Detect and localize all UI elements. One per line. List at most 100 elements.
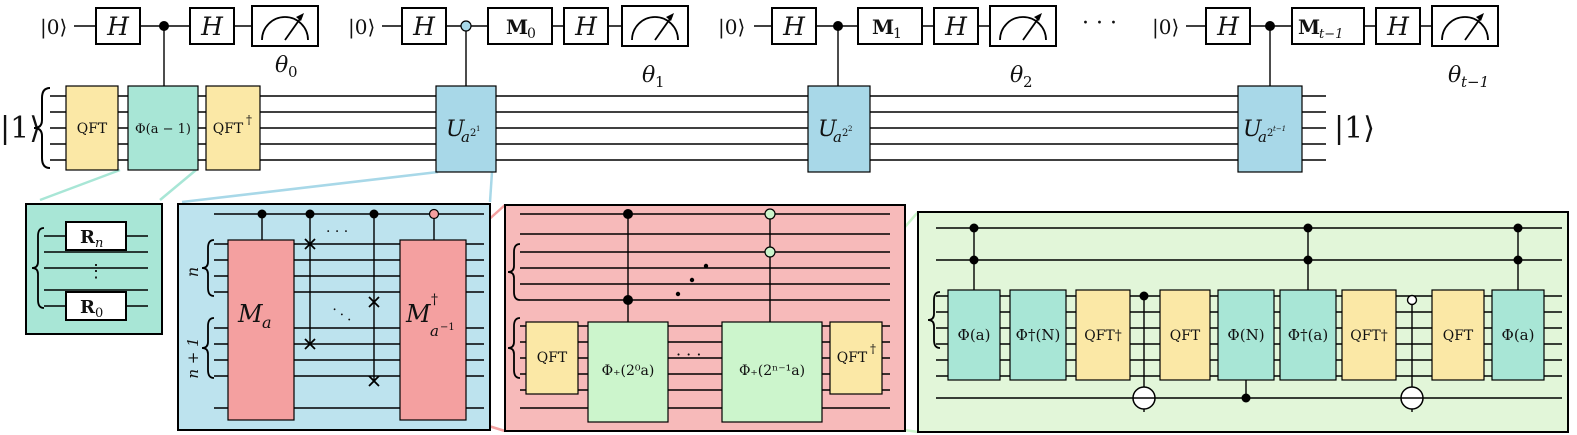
qft-gate: QFT bbox=[525, 321, 579, 395]
output-ket-one: |1⟩ bbox=[1334, 111, 1375, 146]
svg-text:θ: θ bbox=[1010, 63, 1023, 88]
svg-text:†: † bbox=[431, 292, 438, 308]
ket-zero-label: |0⟩ bbox=[348, 15, 375, 40]
qft-gate: QFT bbox=[65, 85, 119, 171]
panel-phi-decomposition: R n ⋮ R 0 bbox=[25, 203, 163, 335]
svg-text:θ: θ bbox=[642, 63, 655, 88]
register-wires bbox=[50, 95, 1326, 161]
vertical-ellipsis: ⋮ bbox=[87, 261, 105, 282]
hadamard-gate: H bbox=[1205, 7, 1251, 45]
svg-text:R: R bbox=[80, 297, 96, 318]
controlled-unitary-gate: U a 2 2 bbox=[807, 85, 871, 173]
svg-text:t−1: t−1 bbox=[1319, 27, 1343, 42]
control-dot bbox=[833, 21, 843, 31]
inverse-qft-gate: QFT † bbox=[205, 85, 261, 171]
phi-gate: Φ(N) bbox=[1217, 289, 1275, 381]
inverse-qft-gate: QFT† bbox=[1341, 289, 1397, 381]
svg-text:Φ(a): Φ(a) bbox=[958, 326, 991, 344]
svg-text:θ: θ bbox=[275, 53, 288, 78]
svg-text:t−1: t−1 bbox=[1273, 125, 1286, 133]
hadamard-gate: H bbox=[933, 7, 979, 45]
inverse-modular-multiplication-gate: M † a −1 bbox=[399, 239, 467, 421]
svg-text:M: M bbox=[872, 15, 894, 39]
svg-text:0: 0 bbox=[527, 26, 536, 42]
svg-text:QFT: QFT bbox=[1170, 328, 1201, 344]
phi-plus-gate-last: Φ₊(2ⁿ⁻¹a) bbox=[721, 321, 823, 423]
svg-text:QFT†: QFT† bbox=[1084, 328, 1122, 344]
svg-text:Φ₊(2ⁿ⁻¹a): Φ₊(2ⁿ⁻¹a) bbox=[739, 363, 805, 379]
svg-text:0: 0 bbox=[95, 306, 103, 321]
svg-text:QFT†: QFT† bbox=[1350, 328, 1388, 344]
register-brace bbox=[31, 227, 45, 309]
zoom-line-blue-right bbox=[488, 171, 494, 203]
hadamard-gate: H bbox=[563, 7, 609, 45]
svg-text:2: 2 bbox=[842, 128, 848, 139]
qft-gate: QFT bbox=[1159, 289, 1211, 381]
svg-text:n: n bbox=[95, 236, 103, 251]
svg-text:t−1: t−1 bbox=[1461, 73, 1489, 91]
svg-text:2: 2 bbox=[1267, 128, 1273, 139]
svg-text:H: H bbox=[106, 12, 130, 41]
svg-text:Φ†(N): Φ†(N) bbox=[1016, 326, 1061, 344]
horizontal-ellipsis: · · · bbox=[676, 345, 701, 364]
rotation-gate-rn: R n bbox=[65, 221, 127, 251]
svg-text:Φ(a − 1): Φ(a − 1) bbox=[135, 122, 191, 137]
svg-text:H: H bbox=[200, 12, 224, 41]
hadamard-gate: H bbox=[95, 7, 141, 45]
svg-text:Φ(N): Φ(N) bbox=[1227, 326, 1264, 344]
svg-text:Φ†(a): Φ†(a) bbox=[1288, 326, 1328, 344]
svg-text:QFT: QFT bbox=[1443, 328, 1474, 344]
correction-gate-mt1: M t−1 bbox=[1291, 7, 1365, 45]
hadamard-gate: H bbox=[771, 7, 817, 45]
phi-plus-gate-first: Φ₊(2⁰a) bbox=[587, 321, 669, 423]
panel-modular-multiplier: QFT Φ₊(2⁰a) · · · Φ₊(2ⁿ⁻¹a) QFT † bbox=[504, 204, 906, 432]
svg-text:2: 2 bbox=[848, 125, 852, 133]
correction-gate-m1: M 1 bbox=[857, 7, 923, 45]
hadamard-gate: H bbox=[189, 7, 235, 45]
svg-text:M: M bbox=[1298, 15, 1320, 39]
svg-text:a: a bbox=[1258, 128, 1267, 146]
svg-text:Φ₊(2⁰a): Φ₊(2⁰a) bbox=[602, 363, 655, 379]
zoom-line-teal-right bbox=[159, 169, 197, 201]
panel-controlled-unitary: n n + 1 · · · · · · M a M † a bbox=[177, 203, 491, 431]
svg-text:†: † bbox=[246, 113, 252, 127]
inverse-qft-gate: QFT † bbox=[829, 321, 883, 395]
swap-cross bbox=[304, 238, 380, 387]
svg-text:2: 2 bbox=[470, 128, 476, 139]
svg-text:QFT: QFT bbox=[213, 121, 244, 137]
svg-text:a: a bbox=[430, 322, 439, 340]
svg-text:a: a bbox=[262, 313, 272, 332]
svg-text:H: H bbox=[412, 12, 436, 41]
hadamard-gate: H bbox=[1375, 7, 1421, 45]
svg-text:U: U bbox=[818, 117, 838, 142]
svg-text:U: U bbox=[446, 117, 466, 142]
svg-text:QFT: QFT bbox=[77, 121, 108, 137]
svg-text:QFT: QFT bbox=[537, 350, 568, 366]
brace-label-n-plus-1: n + 1 bbox=[184, 337, 202, 378]
meter-icon bbox=[251, 5, 319, 47]
ket-zero-label: |0⟩ bbox=[40, 15, 67, 40]
meter-icon bbox=[1431, 5, 1499, 47]
meter-icon bbox=[621, 5, 689, 47]
control-dot bbox=[1265, 21, 1275, 31]
hadamard-gate: H bbox=[401, 7, 447, 45]
svg-text:U: U bbox=[1243, 117, 1263, 142]
angle-label-theta-t1: θ t−1 bbox=[1448, 63, 1489, 91]
control-dot bbox=[159, 21, 169, 31]
svg-text:H: H bbox=[1216, 12, 1240, 41]
svg-text:H: H bbox=[1386, 12, 1410, 41]
svg-text:†: † bbox=[870, 342, 876, 356]
inverse-qft-gate: QFT† bbox=[1075, 289, 1131, 381]
svg-text:1: 1 bbox=[893, 26, 902, 42]
svg-text:1: 1 bbox=[655, 73, 665, 91]
meter-icon bbox=[989, 5, 1057, 47]
svg-text:H: H bbox=[574, 12, 598, 41]
svg-text:1: 1 bbox=[476, 125, 480, 133]
zoom-line-blue-left bbox=[181, 170, 439, 204]
controlled-unitary-gate: U a 2 t−1 bbox=[1237, 85, 1303, 173]
panel-modular-adder: Φ(a) Φ†(N) QFT† QFT Φ(N) Φ†(a) QFT† QFT bbox=[917, 211, 1569, 433]
correction-gate-m0: M 0 bbox=[487, 7, 553, 45]
brace-label-n: n bbox=[183, 267, 202, 277]
controlled-unitary-gate: U a 2 1 bbox=[435, 85, 497, 173]
